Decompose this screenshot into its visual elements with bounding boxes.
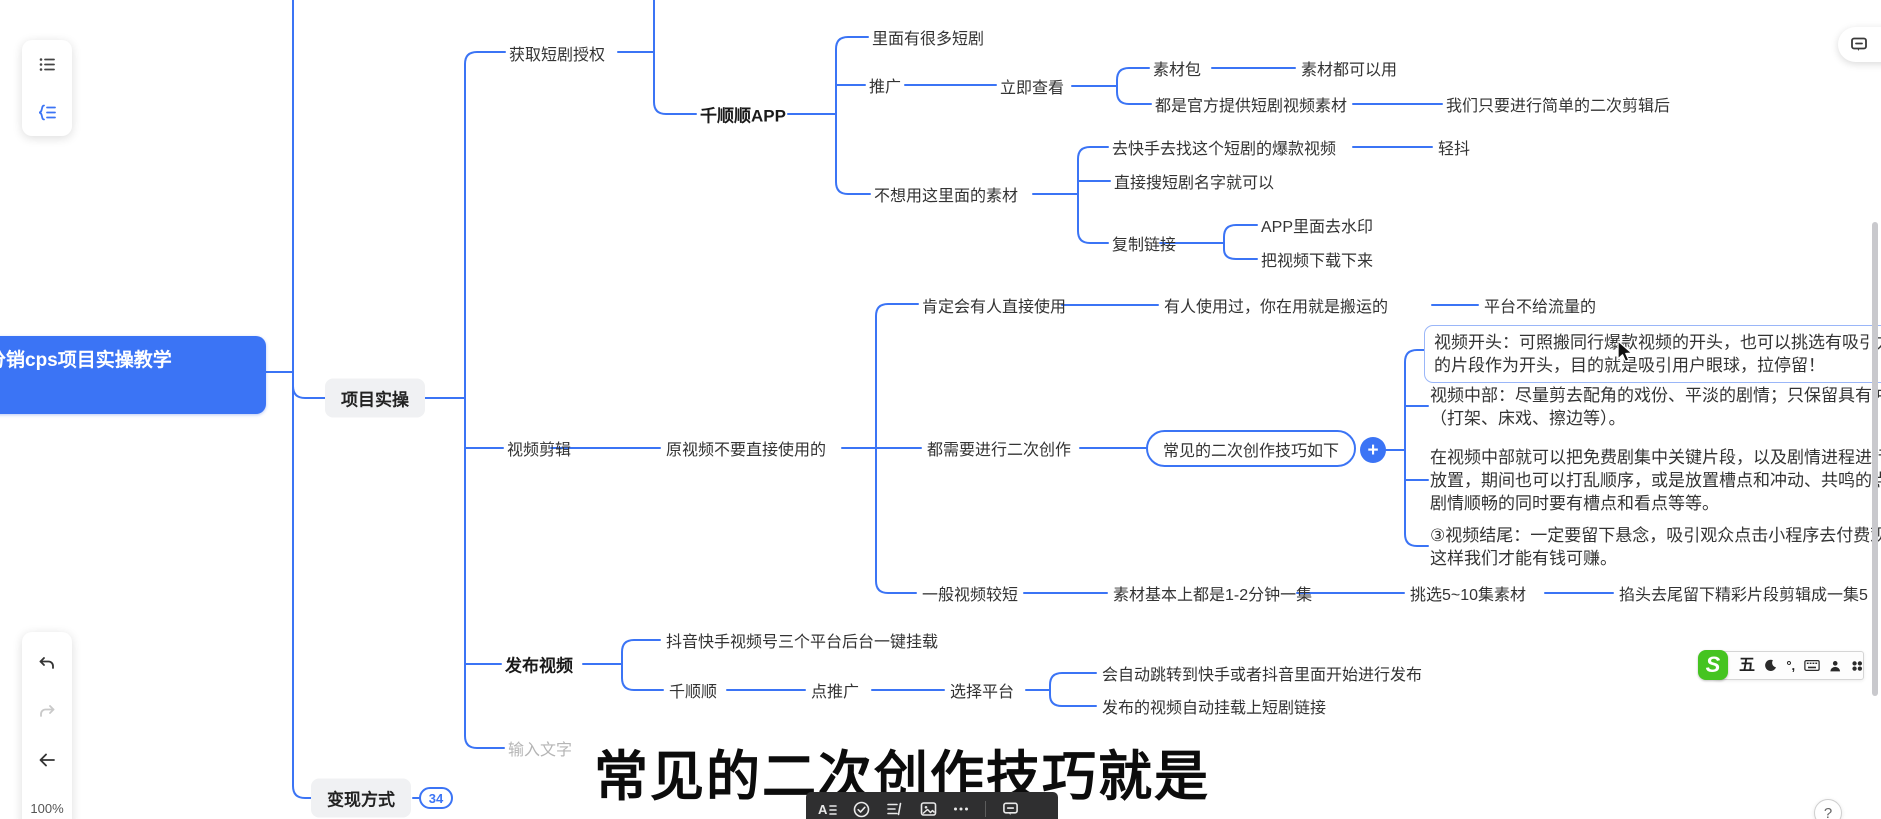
- node-monetization[interactable]: 变现方式: [311, 778, 411, 818]
- node-choose-platform[interactable]: 选择平台: [950, 684, 1015, 701]
- toolbar-divider: [985, 801, 986, 817]
- mindmap-structure-icon: [38, 104, 56, 120]
- para-line: 放置，期间也可以打乱顺序，或是放置槽点和冲动、共鸣的点: [1430, 471, 1881, 490]
- more-icon[interactable]: [953, 806, 969, 812]
- help-icon: ?: [1823, 804, 1833, 819]
- node-video-edit[interactable]: 视频剪辑: [507, 442, 572, 459]
- ime-mode-wubi[interactable]: 五: [1739, 656, 1756, 674]
- vertical-scrollbar[interactable]: [1872, 222, 1878, 696]
- root-node[interactable]: 剧分销cps项目实操教学 益！: [0, 336, 266, 414]
- para-line: 剧情顺畅的同时要有槽点和看点等等。: [1430, 494, 1719, 513]
- node-official-materials[interactable]: 都是官方提供短剧视频素材: [1155, 98, 1348, 115]
- node-publish-video[interactable]: 发布视频: [505, 656, 573, 676]
- node-para-middle-detail[interactable]: 在视频中部就可以把免费剧集中关键片段，以及剧情进程进行 放置，期间也可以打乱顺序…: [1430, 446, 1881, 515]
- history-zoom-panel: 100%: [22, 632, 72, 819]
- image-icon[interactable]: [920, 801, 937, 817]
- para-line: 在视频中部就可以把免费剧集中关键片段，以及剧情进程进行: [1430, 448, 1881, 467]
- node-no-direct-use[interactable]: 原视频不要直接使用的: [666, 442, 827, 459]
- node-common-tips-selected[interactable]: 常见的二次创作技巧如下: [1146, 430, 1356, 467]
- node-no-traffic[interactable]: 平台不给流量的: [1484, 299, 1597, 316]
- root-node-line1: 剧分销cps项目实操教学: [0, 350, 172, 371]
- node-dont-use-materials[interactable]: 不想用这里面的素材: [874, 188, 1019, 205]
- para-line: ③视频结尾：一定要留下悬念，吸引观众点击小程序去付费观: [1430, 526, 1881, 545]
- back-to-root-button[interactable]: [22, 736, 72, 784]
- root-node-line2: 益！: [0, 375, 256, 403]
- node-click-promote[interactable]: 点推广: [811, 684, 860, 701]
- node-view-now[interactable]: 立即查看: [1000, 80, 1065, 97]
- back-arrow-icon: [39, 753, 55, 767]
- node-qingdou[interactable]: 轻抖: [1438, 141, 1471, 158]
- node-three-platforms[interactable]: 抖音快手视频号三个平台后台一键挂载: [666, 634, 939, 651]
- collapsed-count-badge[interactable]: 34: [419, 787, 453, 809]
- para-line: 视频开头：可照搬同行爆款视频的开头，也可以挑选有吸引力: [1434, 333, 1881, 352]
- undo-button[interactable]: [22, 640, 72, 688]
- check-circle-icon[interactable]: [853, 801, 870, 818]
- node-para-middle[interactable]: 视频中部：尽量剪去配角的戏份、平淡的剧情；只保留具有冲 （打架、床戏、擦边等）。: [1430, 384, 1881, 430]
- node-need-recreate[interactable]: 都需要进行二次创作: [927, 442, 1072, 459]
- node-download-video[interactable]: 把视频下载下来: [1261, 253, 1374, 270]
- moon-icon[interactable]: [1764, 658, 1777, 673]
- node-materials-usable[interactable]: 素材都可以用: [1301, 62, 1398, 79]
- node-get-auth[interactable]: 获取短剧授权: [509, 47, 606, 64]
- node-short-video[interactable]: 一般视频较短: [922, 587, 1019, 604]
- redo-icon: [40, 705, 55, 717]
- mouse-cursor: [1617, 340, 1633, 363]
- node-auto-link[interactable]: 发布的视频自动挂载上短剧链接: [1102, 700, 1327, 717]
- comment-icon: [1851, 37, 1867, 51]
- para-line: 的片段作为开头，目的就是吸引用户眼球，拉停留！: [1434, 356, 1825, 375]
- keyboard-icon[interactable]: [1804, 659, 1820, 672]
- node-app-watermark[interactable]: APP里面去水印: [1261, 219, 1374, 236]
- node-used-before[interactable]: 有人使用过，你在用就是搬运的: [1164, 299, 1389, 316]
- zoom-level-button[interactable]: 100%: [22, 784, 72, 819]
- node-project-practice[interactable]: 项目实操: [325, 378, 425, 418]
- node-qianshunshun[interactable]: 千顺顺: [669, 684, 718, 701]
- node-simple-edit[interactable]: 我们只要进行简单的二次剪辑后: [1446, 98, 1671, 115]
- task-list-icon[interactable]: [886, 801, 904, 817]
- node-kuaishou-find[interactable]: 去快手去找这个短剧的爆款视频: [1112, 141, 1337, 158]
- text-style-icon[interactable]: A: [818, 801, 837, 817]
- node-promote[interactable]: 推广: [869, 79, 902, 96]
- node-auto-jump[interactable]: 会自动跳转到快手或者抖音里面开始进行发布: [1102, 667, 1423, 684]
- node-pick-episodes[interactable]: 挑选5~10集素材: [1410, 587, 1527, 604]
- node-trim-edit[interactable]: 掐头去尾留下精彩片段剪辑成一集5: [1619, 587, 1868, 604]
- ime-logo[interactable]: S: [1698, 650, 1728, 680]
- para-line: 视频中部：尽量剪去配角的戏份、平淡的剧情；只保留具有冲: [1430, 386, 1881, 405]
- node-input-text-placeholder[interactable]: 输入文字: [508, 742, 573, 759]
- node-para-opening[interactable]: 视频开头：可照搬同行爆款视频的开头，也可以挑选有吸引力 的片段作为开头，目的就是…: [1424, 325, 1881, 383]
- ime-punct-mode[interactable]: °,: [1786, 658, 1796, 673]
- node-material-length[interactable]: 素材基本上都是1-2分钟一集: [1113, 587, 1313, 604]
- redo-button[interactable]: [22, 688, 72, 736]
- node-search-name[interactable]: 直接搜短剧名字就可以: [1114, 175, 1275, 192]
- undo-icon: [39, 657, 54, 669]
- comment-bubble-icon[interactable]: [1002, 801, 1019, 817]
- help-button[interactable]: ?: [1814, 799, 1842, 819]
- comment-pill-button[interactable]: [1838, 27, 1881, 62]
- node-many-dramas[interactable]: 里面有很多短剧: [872, 31, 985, 48]
- node-copy-link[interactable]: 复制链接: [1112, 237, 1177, 254]
- zoom-level-value: 100%: [30, 800, 64, 816]
- apps-icon[interactable]: [1851, 659, 1863, 673]
- para-line: 这样我们才能有钱可赚。: [1430, 549, 1617, 568]
- expand-plus-badge[interactable]: +: [1360, 437, 1386, 463]
- node-format-toolbar: A: [806, 792, 1058, 819]
- mindmap-structure-button[interactable]: [22, 88, 72, 136]
- node-qianshunshun-app[interactable]: 千顺顺APP: [700, 106, 786, 126]
- node-material-pack[interactable]: 素材包: [1153, 62, 1202, 79]
- view-switch-panel: [22, 40, 72, 136]
- person-icon[interactable]: [1829, 659, 1841, 673]
- outline-list-button[interactable]: [22, 40, 72, 88]
- para-line: （打架、床戏、擦边等）。: [1430, 409, 1626, 428]
- node-para-ending[interactable]: ③视频结尾：一定要留下悬念，吸引观众点击小程序去付费观 这样我们才能有钱可赚。: [1430, 524, 1881, 570]
- node-someone-direct-use[interactable]: 肯定会有人直接使用: [922, 299, 1067, 316]
- ime-toolbar: 五 °,: [1714, 651, 1864, 680]
- svg-text:A: A: [818, 802, 828, 817]
- outline-list-icon: [39, 57, 55, 71]
